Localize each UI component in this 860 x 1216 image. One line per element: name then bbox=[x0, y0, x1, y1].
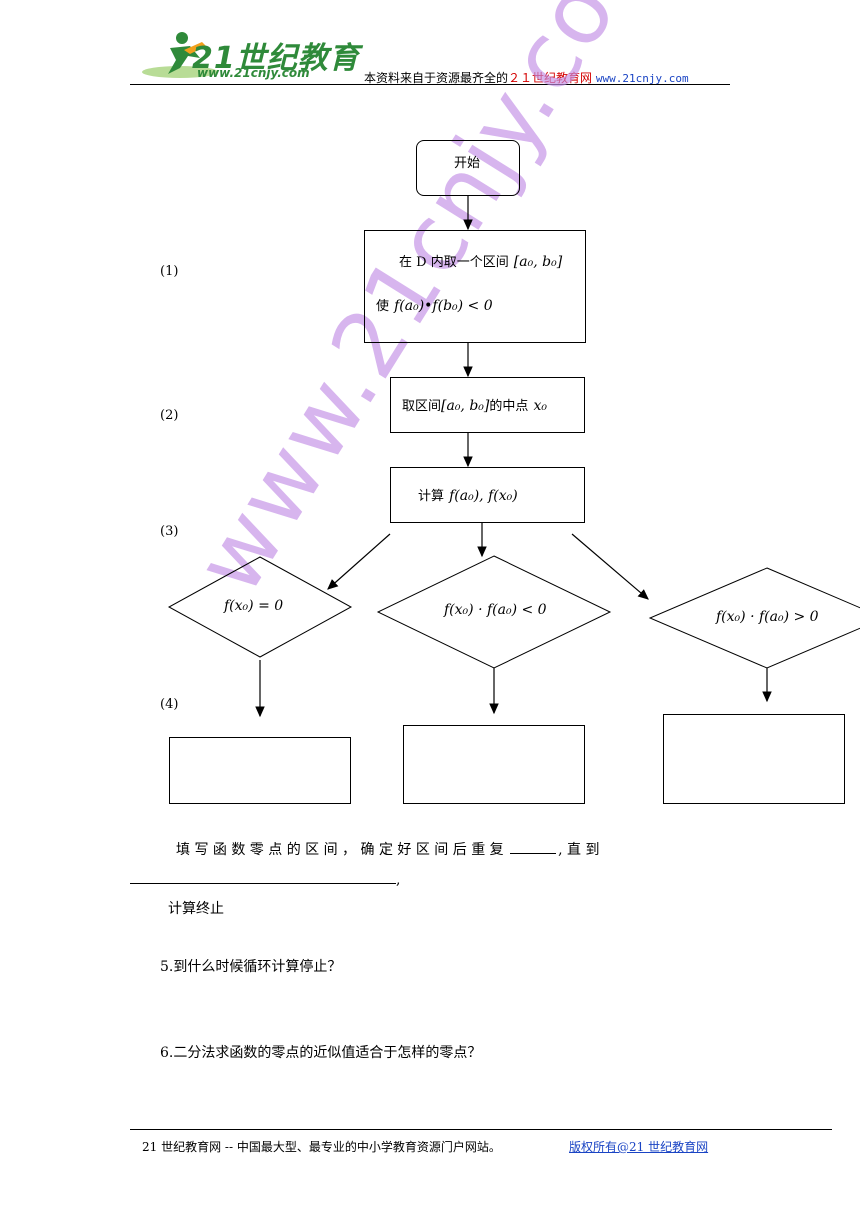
arrow-step3-to-right bbox=[571, 533, 649, 600]
header-tagline: 本资料来自于资源最齐全的２１世纪教育网 www.21cnjy.com bbox=[364, 69, 689, 86]
footer-copyright-link[interactable]: 版权所有@21 世纪教育网 bbox=[569, 1140, 709, 1154]
decision-right-shape bbox=[648, 567, 860, 669]
step2-var: x₀ bbox=[533, 398, 547, 414]
step-label-1: (1) bbox=[160, 264, 179, 279]
step-label-4: (4) bbox=[160, 697, 179, 712]
result-box-left[interactable] bbox=[169, 737, 351, 804]
decision-right-label: f(x₀) · f(a₀) > 0 bbox=[716, 609, 819, 625]
step2-suffix: 的中点 bbox=[489, 399, 529, 414]
step3-text: 计算 bbox=[418, 489, 445, 504]
footer-rule bbox=[130, 1129, 832, 1130]
step2-text: 取区间 bbox=[402, 399, 442, 414]
step1-line2-text: 使 bbox=[376, 299, 390, 314]
step3-values: f(a₀), f(x₀) bbox=[449, 488, 518, 504]
step2-box: 取区间[a₀, b₀]的中点 x₀ bbox=[390, 377, 585, 433]
flowchart-connectors bbox=[167, 196, 860, 718]
result-box-right[interactable] bbox=[663, 714, 845, 804]
footer-text: 21 世纪教育网 -- 中国最大型、最专业的中小学教育资源门户网站。 bbox=[142, 1140, 501, 1154]
tagline-url[interactable]: www.21cnjy.com bbox=[595, 72, 689, 85]
step1-box: 在 D 内取一个区间 [a₀, b₀] 使 f(a₀)•f(b₀) < 0 bbox=[364, 230, 586, 343]
logo-url: www.21cnjy.com bbox=[197, 66, 310, 80]
step3-content: 计算 f(a₀), f(x₀) bbox=[418, 485, 518, 504]
decision-mid-label: f(x₀) · f(a₀) < 0 bbox=[444, 602, 547, 618]
tagline-site-name: ２１世纪教育网 bbox=[508, 71, 593, 85]
step1-line2: 使 f(a₀)•f(b₀) < 0 bbox=[376, 295, 493, 314]
step2-content: 取区间[a₀, b₀]的中点 x₀ bbox=[402, 395, 547, 414]
tagline-prefix: 本资料来自于资源最齐全的 bbox=[364, 71, 509, 85]
fill-in-text-2: , 直 到 bbox=[558, 842, 600, 858]
step3-box: 计算 f(a₀), f(x₀) bbox=[390, 467, 585, 523]
header-rule bbox=[130, 84, 730, 85]
calc-stop-text: 计算终止 bbox=[168, 901, 224, 917]
decision-left-label: f(x₀) = 0 bbox=[224, 598, 284, 614]
fill-in-comma: , bbox=[396, 872, 401, 888]
step-label-3: (3) bbox=[160, 524, 179, 539]
site-logo bbox=[142, 32, 218, 78]
step1-line1: 在 D 内取一个区间 [a₀, b₀] bbox=[399, 251, 562, 270]
step1-line1-text: 在 D 内取一个区间 bbox=[399, 255, 509, 270]
decision-left-shape bbox=[167, 556, 353, 658]
step1-line2-condition: f(a₀)•f(b₀) < 0 bbox=[394, 298, 493, 314]
fill-in-blank-1[interactable] bbox=[510, 839, 557, 854]
step-label-2: (2) bbox=[160, 408, 179, 423]
fill-in-sentence: 填 写 函 数 零 点 的 区 间 ， 确 定 好 区 间 后 重 复 , 直 … bbox=[176, 839, 599, 859]
decision-mid-shape bbox=[376, 555, 612, 669]
fill-in-text-1: 填 写 函 数 零 点 的 区 间 ， 确 定 好 区 间 后 重 复 bbox=[176, 842, 504, 858]
step2-interval: [a₀, b₀] bbox=[441, 398, 490, 414]
question-6: 6.二分法求函数的零点的近似值适合于怎样的零点？ bbox=[160, 1045, 482, 1061]
fill-in-blank-2[interactable] bbox=[130, 869, 396, 884]
start-node: 开始 bbox=[416, 140, 520, 196]
start-label: 开始 bbox=[454, 156, 481, 171]
question-5: 5.到什么时候循环计算停止？ bbox=[160, 959, 342, 975]
result-box-mid[interactable] bbox=[403, 725, 585, 804]
arrow-step3-to-left bbox=[327, 533, 391, 590]
step1-line1-interval: [a₀, b₀] bbox=[513, 254, 563, 270]
logo-text: 21世纪教育 bbox=[192, 41, 360, 76]
fill-in-line-2: , bbox=[130, 869, 400, 888]
